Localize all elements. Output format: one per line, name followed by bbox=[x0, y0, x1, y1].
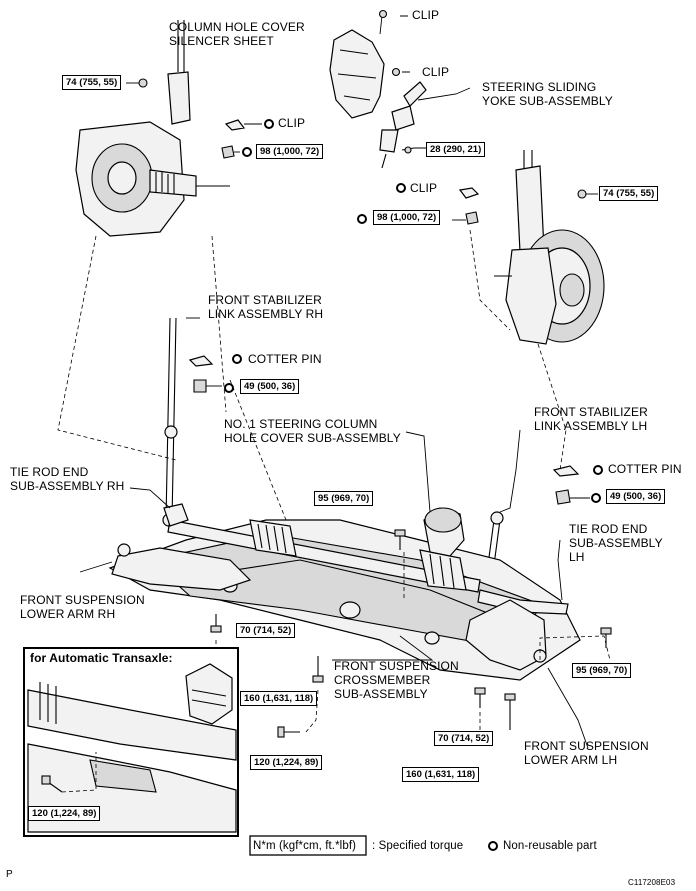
bolt-120-main-drawing bbox=[277, 726, 300, 738]
label-tie-rod-end-lh: TIE ROD END SUB-ASSEMBLY LH bbox=[569, 522, 663, 564]
torque-160-left: 160 (1,631, 118) bbox=[240, 691, 318, 706]
bolt-70-left-drawing bbox=[210, 614, 222, 633]
label-cotter-pin-lh: COTTER PIN bbox=[608, 462, 682, 476]
label-front-stabilizer-link-lh: FRONT STABILIZER LINK ASSEMBLY LH bbox=[534, 405, 648, 433]
non-reusable-mark-clip-lh bbox=[396, 183, 406, 193]
bolt-160-left-drawing bbox=[312, 656, 324, 683]
legend-torque-swatch bbox=[249, 835, 367, 856]
figure-code: C117208E03 bbox=[628, 878, 676, 887]
torque-98-lh: 98 (1,000, 72) bbox=[373, 210, 441, 225]
torque-70-left: 70 (714, 52) bbox=[236, 623, 296, 638]
inset-title: for Automatic Transaxle: bbox=[30, 651, 173, 665]
bolt-70-right-drawing bbox=[474, 687, 486, 708]
non-reusable-mark-49-rh bbox=[224, 383, 234, 393]
non-reusable-mark-98-rh bbox=[242, 147, 252, 157]
torque-49-lh: 49 (500, 36) bbox=[606, 489, 666, 504]
page-marker: P bbox=[6, 869, 13, 880]
torque-160-right: 160 (1,631, 118) bbox=[402, 767, 480, 782]
legend-non-reusable: Non-reusable part bbox=[503, 840, 597, 852]
label-no1-steering-column-hole-cover: NO. 1 STEERING COLUMN HOLE COVER SUB-ASS… bbox=[224, 417, 401, 445]
torque-74-lh: 74 (755, 55) bbox=[599, 186, 659, 201]
label-front-suspension-crossmember: FRONT SUSPENSION CROSSMEMBER SUB-ASSEMBL… bbox=[334, 659, 459, 701]
torque-98-rh: 98 (1,000, 72) bbox=[256, 144, 324, 159]
knuckle-rh-drawing bbox=[75, 20, 230, 237]
bolt-95-right-drawing bbox=[600, 627, 612, 648]
silencer-sheet-drawing bbox=[329, 29, 385, 119]
label-clip-top: CLIP bbox=[412, 8, 440, 22]
torque-28: 28 (290, 21) bbox=[426, 142, 486, 157]
bolt-center-drawing bbox=[394, 529, 406, 550]
non-reusable-mark-98-lh bbox=[357, 214, 367, 224]
legend-specified-torque: : Specified torque bbox=[372, 840, 464, 852]
label-tie-rod-end-rh: TIE ROD END SUB-ASSEMBLY RH bbox=[10, 465, 125, 493]
label-column-hole-cover: COLUMN HOLE COVER SILENCER SHEET bbox=[169, 20, 305, 48]
non-reusable-mark-clip-rh bbox=[264, 119, 274, 129]
torque-70-right: 70 (714, 52) bbox=[434, 731, 494, 746]
legend-non-reusable-mark bbox=[488, 841, 498, 851]
torque-120-main: 120 (1,224, 89) bbox=[250, 755, 323, 770]
label-front-suspension-lower-arm-rh: FRONT SUSPENSION LOWER ARM RH bbox=[20, 593, 145, 621]
non-reusable-mark-cotter-rh bbox=[232, 354, 242, 364]
steering-rack-drawing bbox=[163, 503, 569, 615]
torque-74-rh: 74 (755, 55) bbox=[62, 75, 122, 90]
non-reusable-mark-49-lh bbox=[591, 493, 601, 503]
legend-torque-unit: N*m (kgf*cm, ft.*lbf) bbox=[253, 840, 357, 852]
label-clip-rh: CLIP bbox=[278, 116, 306, 130]
torque-49-rh: 49 (500, 36) bbox=[240, 379, 300, 394]
bolt-160-right-drawing bbox=[504, 693, 516, 730]
label-front-stabilizer-link-rh: FRONT STABILIZER LINK ASSEMBLY RH bbox=[208, 293, 324, 321]
label-clip-lh: CLIP bbox=[410, 181, 438, 195]
label-front-suspension-lower-arm-lh: FRONT SUSPENSION LOWER ARM LH bbox=[524, 739, 649, 767]
stabilizer-link-rh-drawing bbox=[162, 317, 178, 527]
non-reusable-mark-cotter-lh bbox=[593, 465, 603, 475]
torque-95-center: 95 (969, 70) bbox=[314, 491, 374, 506]
torque-120-inset: 120 (1,224, 89) bbox=[28, 806, 101, 821]
label-clip-upper: CLIP bbox=[422, 65, 450, 79]
lower-arm-rh-drawing bbox=[111, 543, 252, 591]
steering-yoke-drawing bbox=[379, 81, 427, 169]
label-cotter-pin-rh: COTTER PIN bbox=[248, 352, 322, 366]
torque-95-right: 95 (969, 70) bbox=[572, 663, 632, 678]
knuckle-lh-drawing bbox=[494, 150, 605, 345]
label-steering-sliding-yoke: STEERING SLIDING YOKE SUB-ASSEMBLY bbox=[482, 80, 613, 108]
